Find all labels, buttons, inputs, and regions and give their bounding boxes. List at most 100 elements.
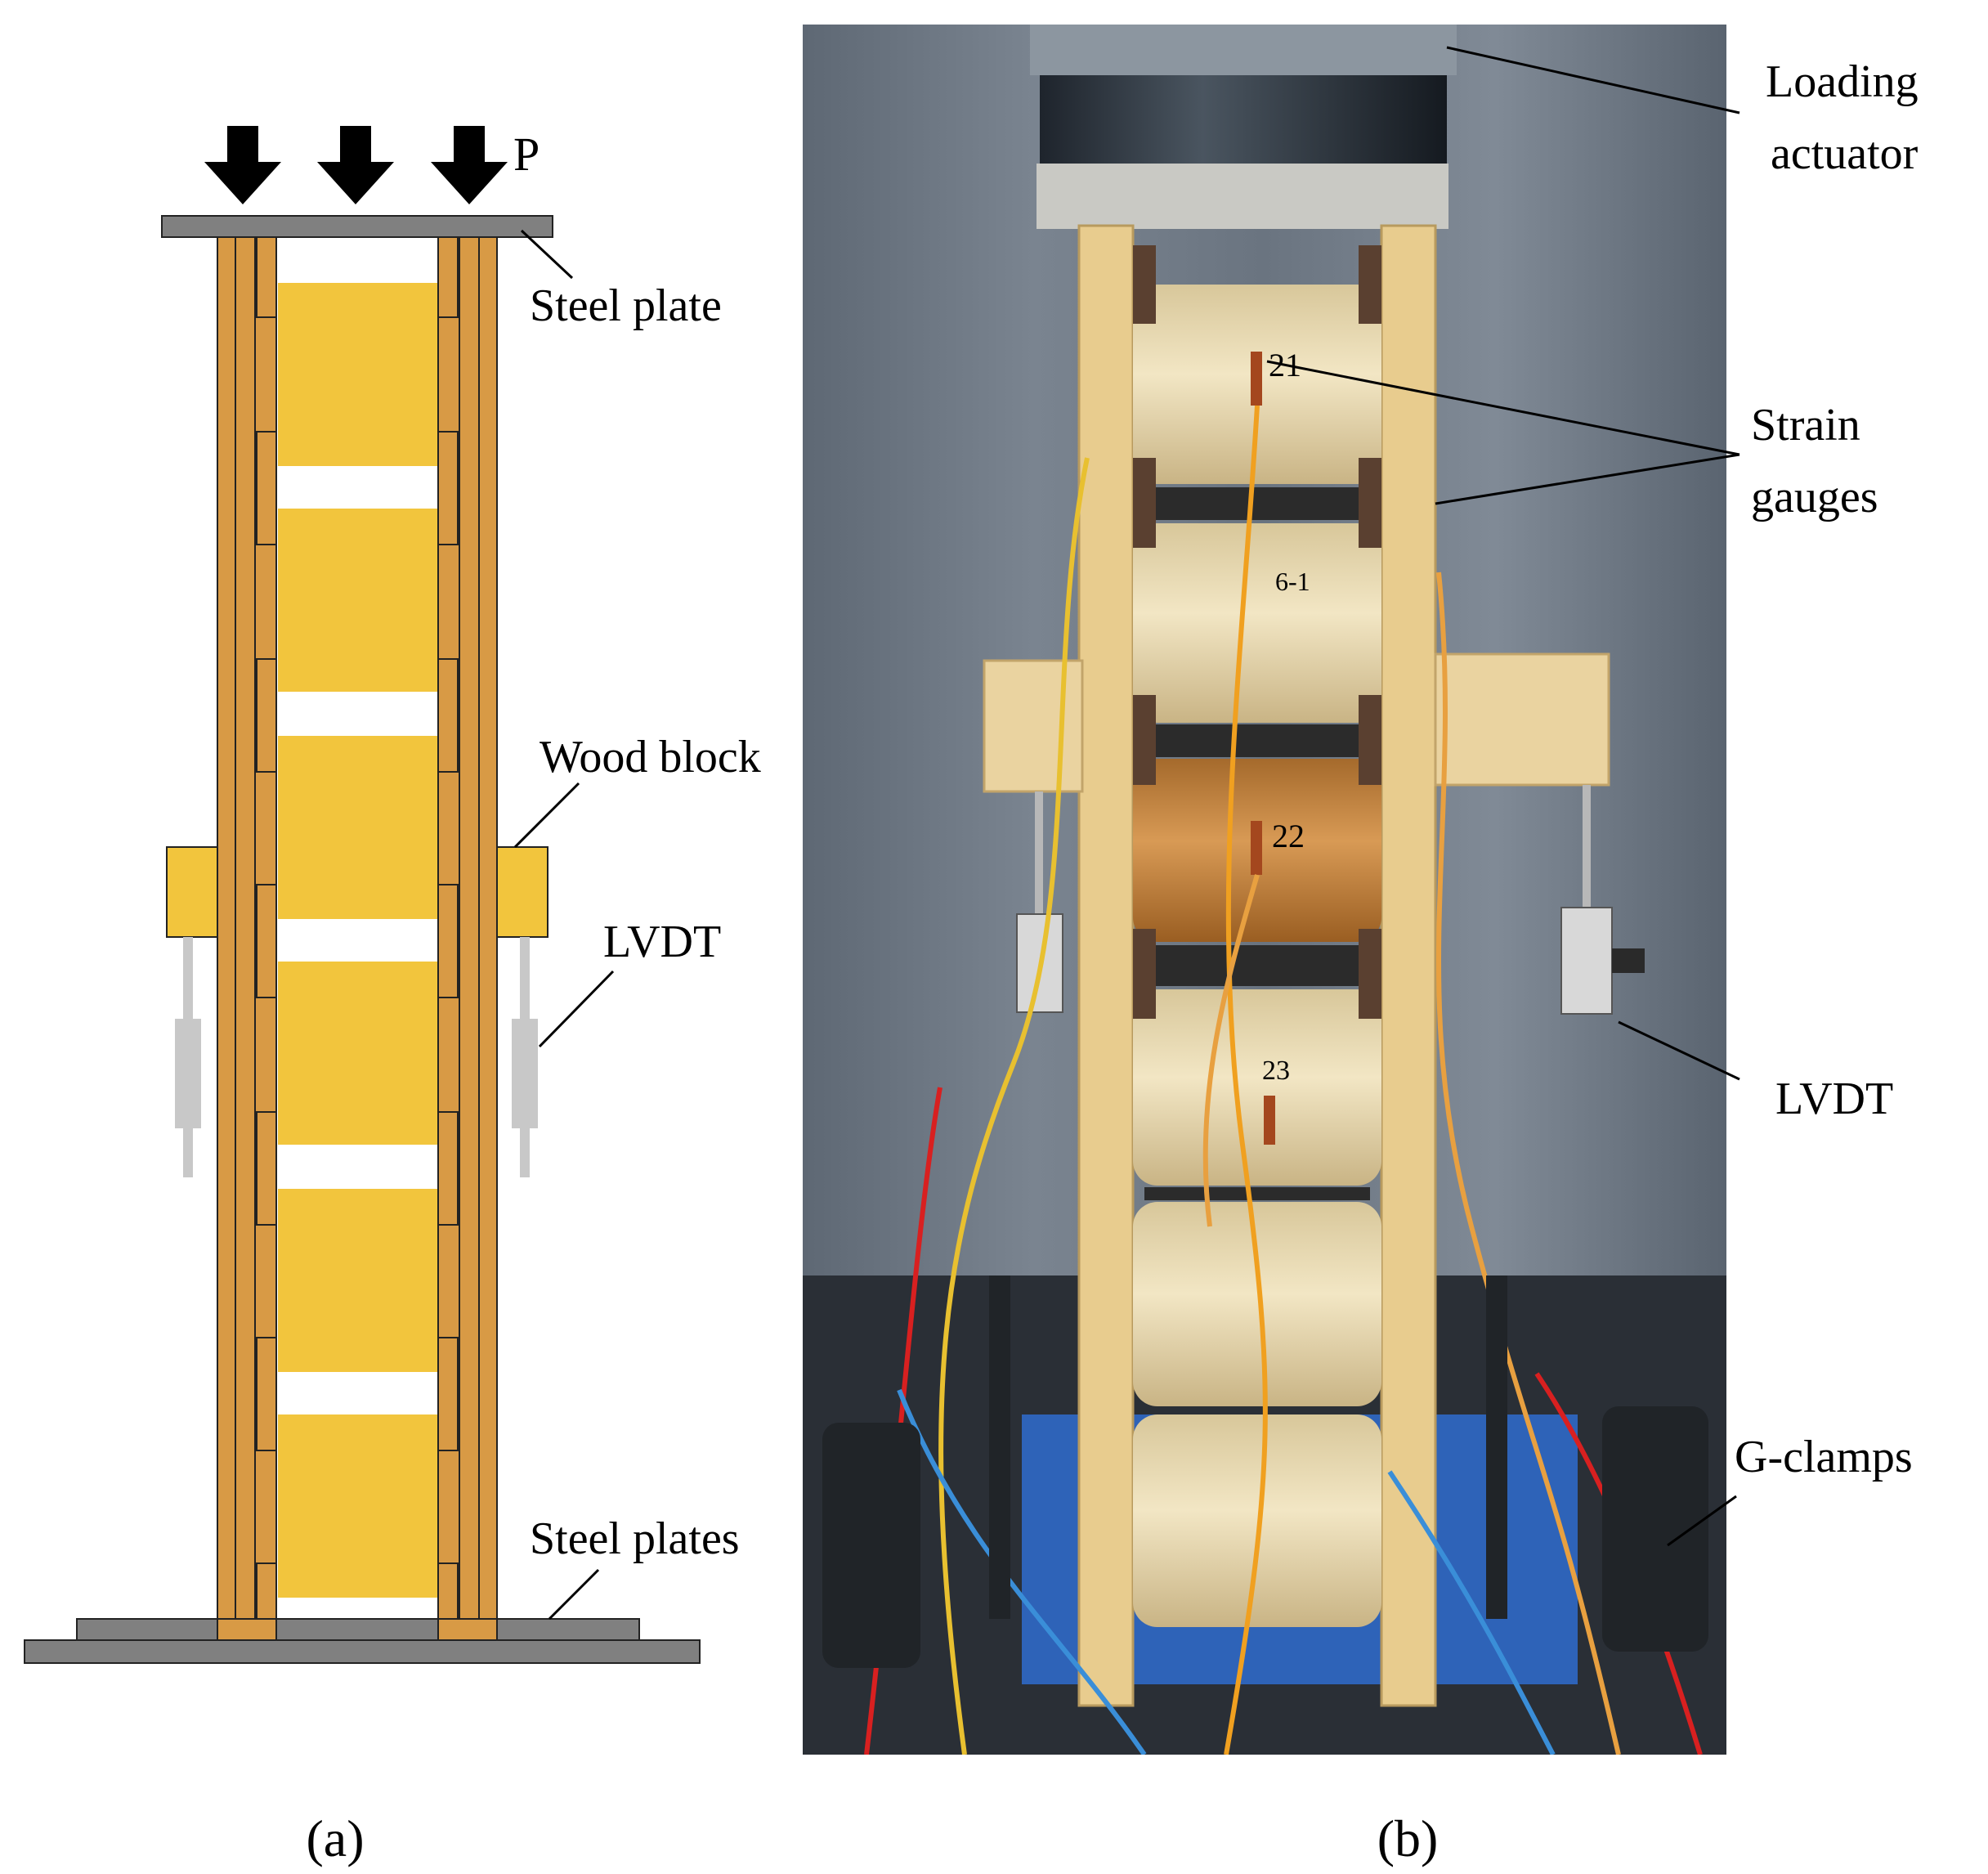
photo-wood-block-left [983, 659, 1084, 793]
foam-core [278, 1414, 438, 1598]
face-sheet-outer [217, 236, 236, 1641]
photo-wood-block-right [1434, 652, 1610, 787]
steel-plates-label: Steel plates [530, 1513, 740, 1564]
leader-line [520, 229, 574, 280]
lvdt-rod [183, 937, 193, 1019]
lvdt-rod [520, 937, 530, 1019]
core-gap [1144, 945, 1370, 986]
leader-line [548, 1568, 600, 1621]
steel-plate-label: Steel plate [530, 280, 722, 331]
gauge-mark-22: 22 [1272, 818, 1305, 854]
leader-line [1667, 1495, 1737, 1547]
side-block [437, 1111, 459, 1226]
lead-wire [1202, 874, 1260, 1227]
side-block [437, 1337, 459, 1451]
actuator-steel-plate [1037, 164, 1448, 229]
strain-gauge [1251, 821, 1262, 875]
end-block [1133, 245, 1156, 324]
strain-gauges-label-1: Strain [1751, 400, 1860, 451]
end-block [1133, 695, 1156, 785]
loading-actuator-label-2: actuator [1771, 128, 1919, 179]
g-clamp [822, 1423, 920, 1668]
wood-block-label: Wood block [540, 732, 761, 782]
strain-gauge [1251, 352, 1262, 406]
core-gaps [1144, 487, 1370, 1200]
side-block [256, 658, 277, 773]
face-sheet-foot [217, 1618, 277, 1641]
face-sheet-middle [235, 236, 256, 1641]
bottom-steel-plate-lower [24, 1639, 701, 1664]
end-blocks [1133, 245, 1381, 1019]
core-gap [1144, 487, 1370, 520]
core-gap [1144, 724, 1370, 757]
panel-a-caption: (a) [306, 1809, 364, 1867]
leader-line [1446, 46, 1740, 114]
right-side-blocks [437, 236, 459, 1641]
end-block [1359, 458, 1381, 548]
leader-line [538, 970, 615, 1048]
loading-actuator-label-1: Loading [1766, 56, 1919, 107]
lvdt-body [1560, 907, 1613, 1015]
strain-gauges-label-2: gauges [1751, 472, 1878, 522]
lead-wire [1436, 572, 1621, 1755]
g-clamp [1602, 1406, 1708, 1652]
end-block [1359, 245, 1381, 324]
g-clamps [822, 1275, 1708, 1668]
face-sheet-outer [478, 236, 498, 1641]
side-block [256, 236, 277, 318]
wood-block-right [496, 846, 548, 938]
end-block [1133, 929, 1156, 1019]
gauge-mark-23: 23 [1262, 1056, 1290, 1086]
actuator-collar [1030, 25, 1457, 75]
cylinder-core [1133, 523, 1381, 723]
foam-core [278, 736, 438, 919]
foam-core [278, 1189, 438, 1372]
foam-core [278, 283, 438, 466]
end-block [1359, 929, 1381, 1019]
leader-line [1435, 453, 1740, 505]
lead-wire [1387, 1470, 1556, 1755]
lead-wire [897, 1388, 1147, 1755]
load-arrows [204, 126, 508, 204]
panel-a-schematic: P [24, 126, 761, 1867]
specimen-mark: 6-1 [1275, 567, 1310, 596]
timber-face-right [1380, 224, 1437, 1707]
panel-b-caption: (b) [1377, 1809, 1439, 1867]
lvdt-right [512, 937, 538, 1177]
face-sheet-foot [437, 1618, 498, 1641]
strain-gauge [1264, 1096, 1275, 1145]
side-block [256, 1337, 277, 1451]
clamp-screw [1486, 1275, 1507, 1619]
lead-wire [938, 457, 1090, 1755]
lvdt-body [175, 1019, 201, 1128]
cylinder-core [1133, 1202, 1381, 1406]
lvdt-rod [520, 1128, 530, 1177]
side-block [437, 658, 459, 773]
side-block [256, 431, 277, 545]
foam-cores [278, 283, 438, 1598]
leader-line [1618, 1020, 1740, 1081]
cylinder-core [1133, 989, 1381, 1186]
lvdt-rod [183, 1128, 193, 1177]
bottom-steel-plate-upper [76, 1618, 640, 1641]
panel-b-photo: 21 22 23 6-1 [803, 25, 1919, 1867]
photo-lvdt-right [1560, 785, 1645, 1015]
lvdt-body [512, 1019, 538, 1128]
end-block [1133, 458, 1156, 548]
core-gap [1144, 1187, 1370, 1200]
strain-gauges [1251, 352, 1275, 1145]
wood-block-left [166, 846, 218, 938]
leader-line [1266, 360, 1740, 456]
foam-core [278, 509, 438, 692]
load-arrow-icon [204, 126, 281, 204]
cylinder-core [1133, 1414, 1381, 1627]
lvdt-rod [1583, 785, 1591, 908]
timber-face-left [1077, 224, 1135, 1707]
clamp-screw [989, 1275, 1010, 1619]
foam-core [278, 962, 438, 1145]
load-label: P [513, 128, 540, 181]
lead-wire [1224, 405, 1268, 1755]
cylinder-cores [1133, 285, 1381, 1627]
leader-line [513, 782, 580, 849]
